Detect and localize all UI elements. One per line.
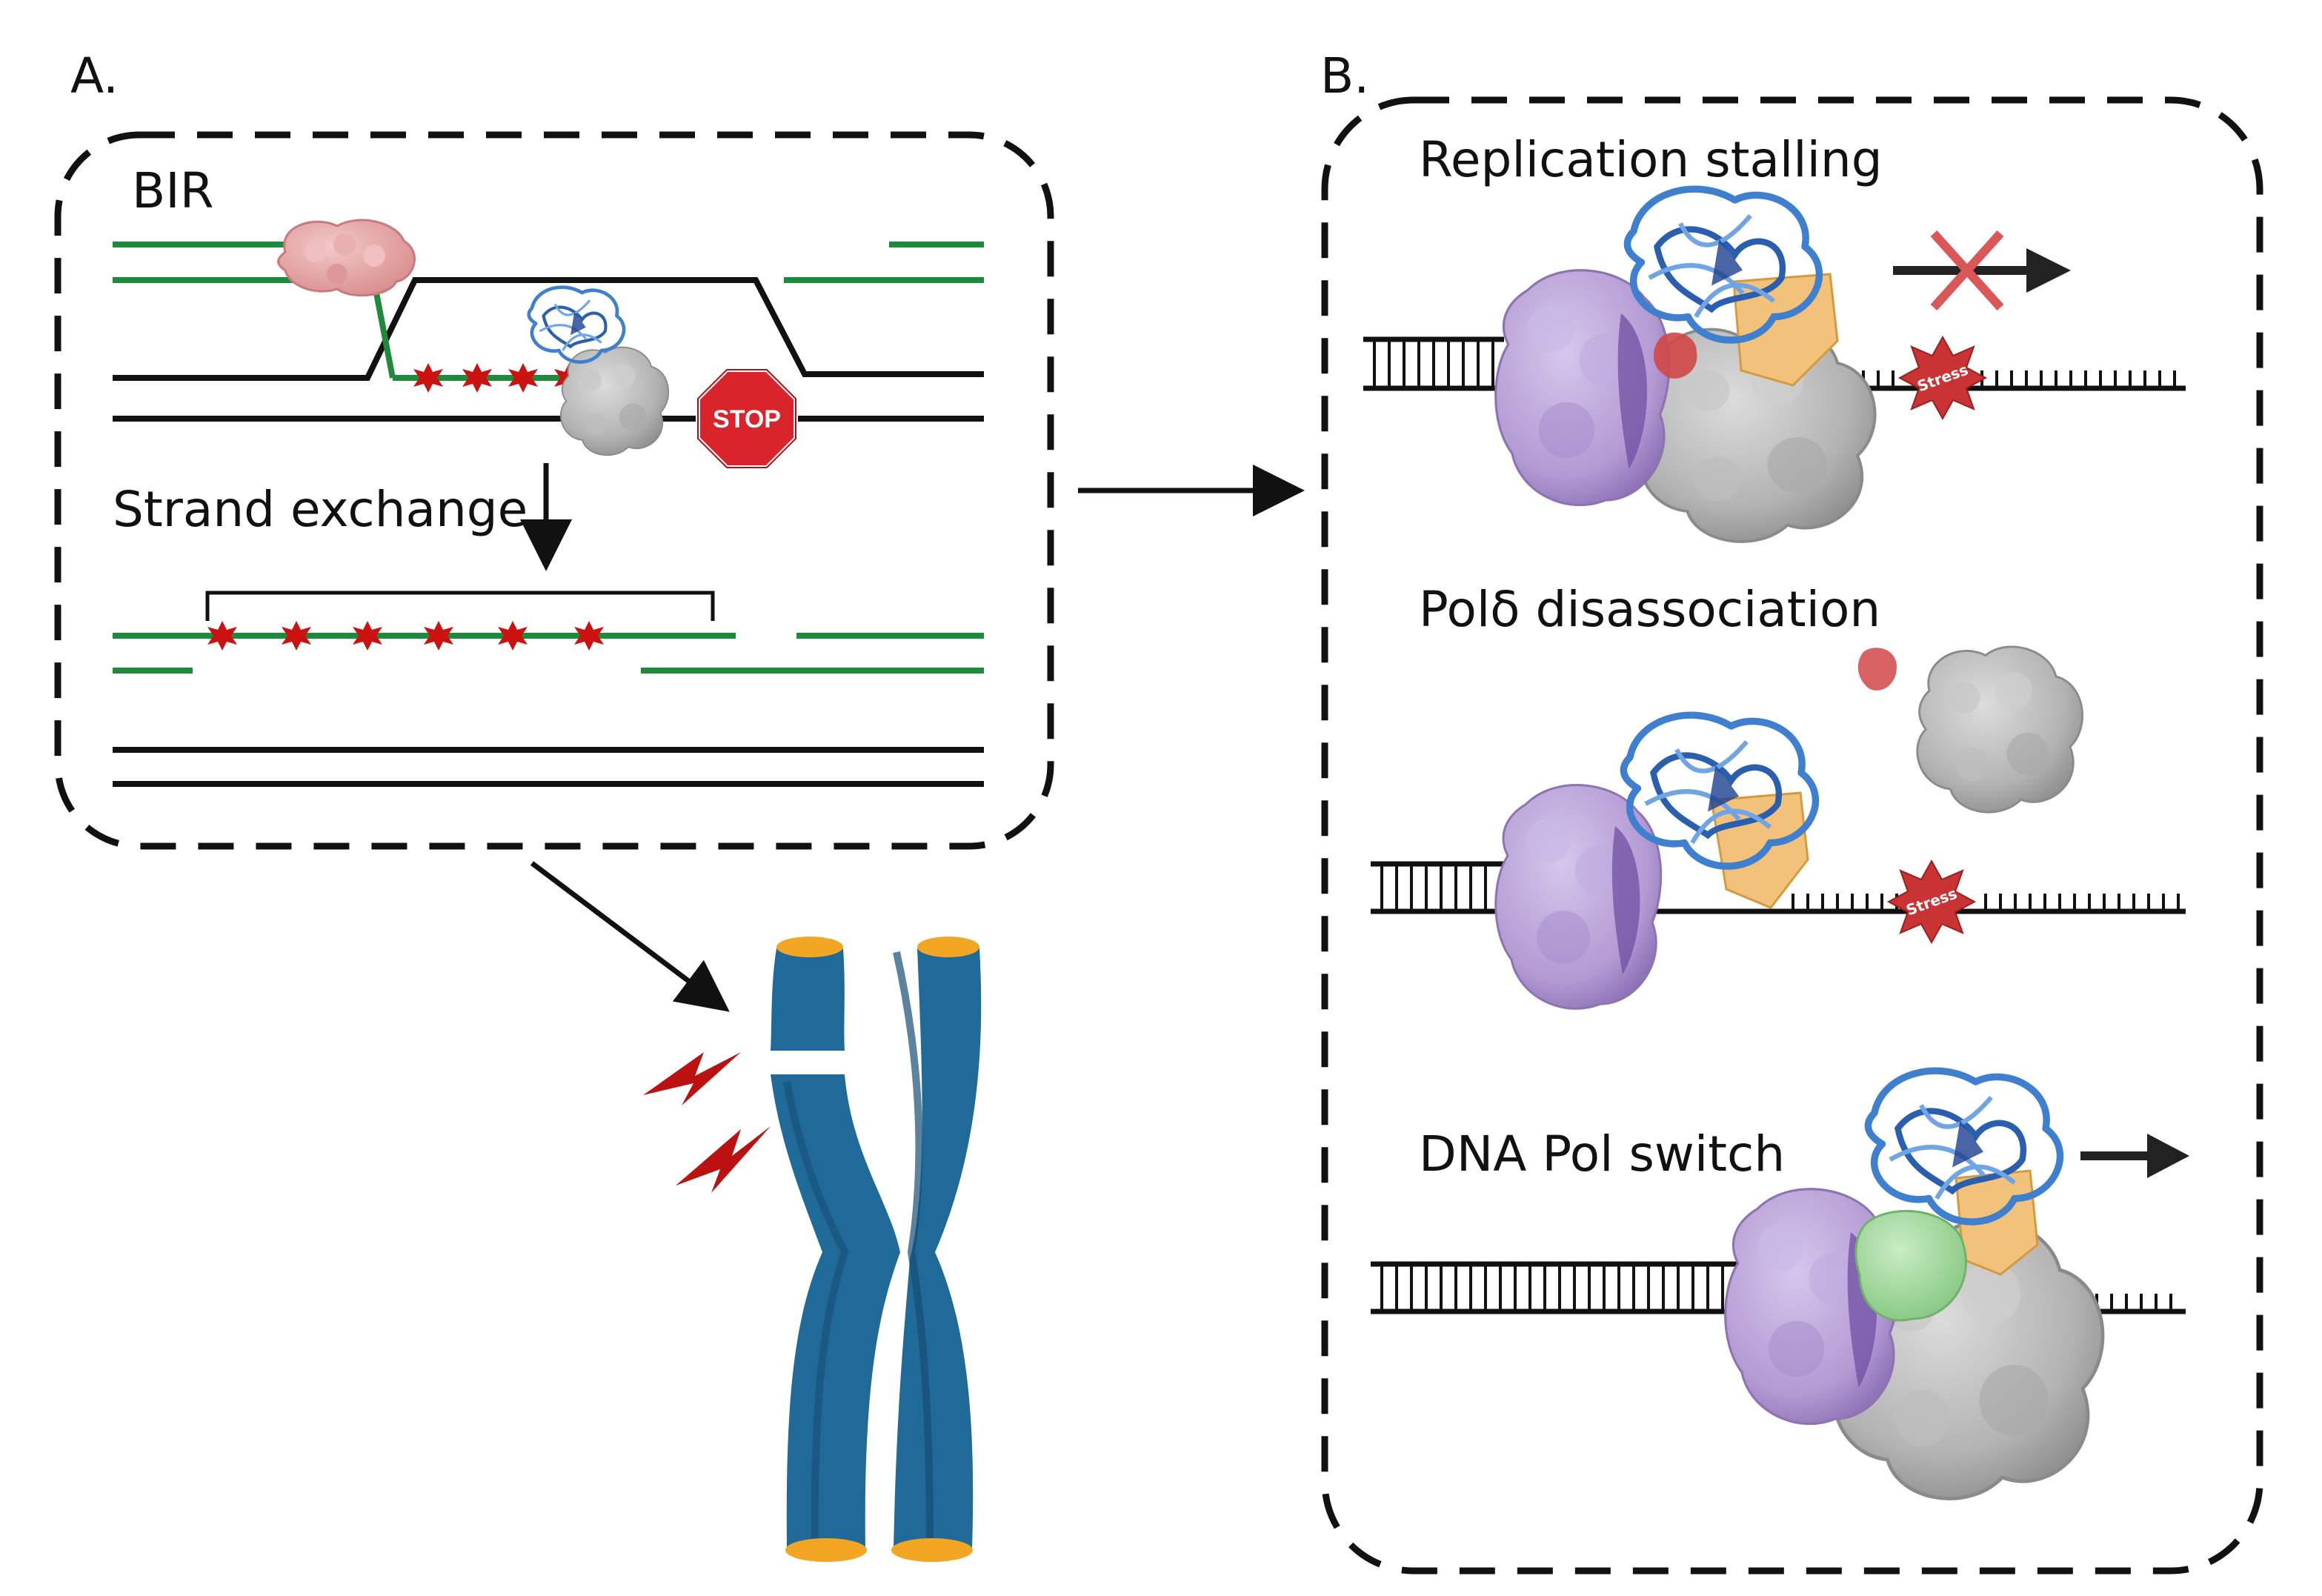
bir-title: BIR — [132, 162, 214, 219]
panel-b-frame — [1321, 96, 2263, 1575]
rad51-protein — [277, 219, 416, 297]
stage-1-replisome — [1494, 189, 1875, 542]
stage-2-replisome — [1494, 715, 1816, 1010]
strand-exchange-label: Strand exchange — [113, 481, 528, 538]
broken-chromosome — [771, 937, 982, 1562]
panel-b-letter: B. — [1320, 47, 1369, 104]
stage-1-label: Replication stalling — [1419, 131, 1883, 188]
a-to-chromosome-arrow — [530, 861, 730, 1012]
stage-3-replisome — [1724, 1071, 2103, 1498]
dissociated-polymerase — [1857, 645, 2083, 814]
damage-lightning-icon — [643, 1052, 771, 1193]
bir-dna-top — [113, 242, 984, 422]
bir-dna-bottom — [113, 633, 984, 787]
stage-2-label: Polδ disassociation — [1419, 581, 1880, 638]
stage-3-label: DNA Pol switch — [1419, 1125, 1785, 1183]
panel-a-letter: A. — [70, 47, 119, 104]
progress-arrow — [2080, 1134, 2189, 1178]
stage-2-stress-icon: Stress — [1888, 860, 1975, 943]
stop-sign: STOP — [696, 368, 798, 470]
polymerase-complex-a — [529, 287, 670, 456]
stage-1-stress-icon: Stress — [1899, 336, 1986, 419]
stop-sign-text: STOP — [713, 405, 781, 433]
blocked-progress-arrow — [1893, 230, 2071, 311]
panel-a-frame — [54, 131, 1054, 850]
synthesis-bracket — [205, 591, 715, 621]
